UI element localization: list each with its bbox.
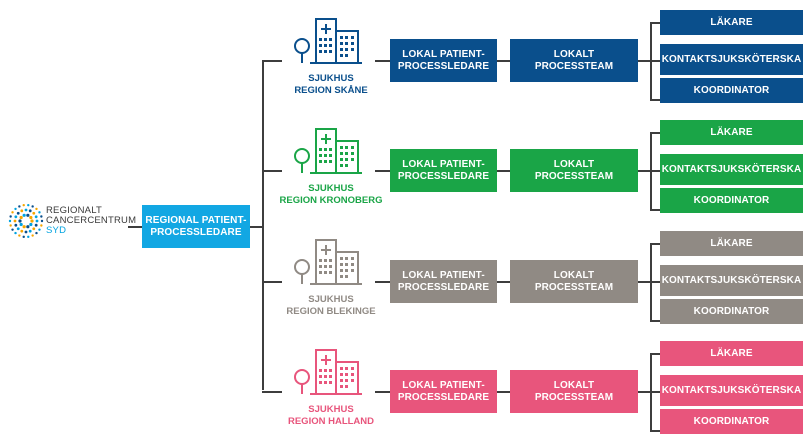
connector-line [650,353,660,355]
connector-line [128,226,142,228]
hospital-icon [292,348,366,401]
connector-line [650,209,660,211]
connector-line [375,60,390,62]
hospital-name: SJUKHUS REGION HALLAND [287,404,375,427]
local-patient-process-leader-box: LOKAL PATIENT- PROCESSLEDARE [390,370,497,413]
local-process-team-box: LOKALT PROCESSTEAM [510,370,638,413]
hospital-icon [292,238,366,291]
role-box-kontaktsjukskoterska: KONTAKTSJUKSKÖTERSKA [660,154,803,185]
connector-line [650,391,660,393]
connector-line [650,99,660,101]
role-box-lakare: LÄKARE [660,341,803,366]
hospital-name: SJUKHUS REGION BLEKINGE [286,294,376,317]
logo-text: REGIONALT CANCERCENTRUM SYD [46,206,136,236]
connector-line [375,281,390,283]
local-patient-process-leader-box: LOKAL PATIENT- PROCESSLEDARE [390,39,497,82]
branch-line [262,281,282,283]
hospital-icon [292,127,366,180]
local-process-team-box: LOKALT PROCESSTEAM [510,260,638,303]
connector-line [638,60,650,62]
branch-line [262,60,282,62]
connector-line [650,320,660,322]
regional-patient-process-leader-box: REGIONAL PATIENT- PROCESSLEDARE [142,205,250,248]
connector-line [650,281,660,283]
role-box-lakare: LÄKARE [660,10,803,35]
role-box-koordinator: KOORDINATOR [660,188,803,213]
spine-line [262,61,264,390]
connector-line [650,430,660,432]
role-box-kontaktsjukskoterska: KONTAKTSJUKSKÖTERSKA [660,44,803,75]
hospital-name: SJUKHUS REGION SKÅNE [294,73,368,96]
connector-line [638,281,650,283]
rcc-logo [8,203,44,244]
local-patient-process-leader-box: LOKAL PATIENT- PROCESSLEDARE [390,149,497,192]
hospital-icon [292,17,366,70]
role-box-koordinator: KOORDINATOR [660,299,803,324]
connector-line [375,391,390,393]
connector-line [650,170,660,172]
connector-line [650,22,660,24]
hospital-name: SJUKHUS REGION KRONOBERG [279,183,383,206]
local-patient-process-leader-box: LOKAL PATIENT- PROCESSLEDARE [390,260,497,303]
role-box-lakare: LÄKARE [660,231,803,256]
role-box-kontaktsjukskoterska: KONTAKTSJUKSKÖTERSKA [660,375,803,406]
connector-line [497,170,510,172]
connector-line [638,391,650,393]
local-process-team-box: LOKALT PROCESSTEAM [510,149,638,192]
connector-line [375,170,390,172]
connector-line [650,60,660,62]
logo-line-2: CANCERCENTRUM [46,215,137,226]
connector-line [497,60,510,62]
connector-line [650,243,660,245]
connector-line [650,132,660,134]
branch-line [262,170,282,172]
role-box-lakare: LÄKARE [660,120,803,145]
connector-line [250,226,263,228]
connector-line [497,391,510,393]
local-process-team-box: LOKALT PROCESSTEAM [510,39,638,82]
role-box-kontaktsjukskoterska: KONTAKTSJUKSKÖTERSKA [660,265,803,296]
connector-line [497,281,510,283]
sun-logo-icon [8,203,44,239]
logo-line-3: SYD [46,225,67,236]
role-box-koordinator: KOORDINATOR [660,409,803,434]
logo-line-1: REGIONALT [46,205,102,216]
role-box-koordinator: KOORDINATOR [660,78,803,103]
branch-line [262,391,282,393]
connector-line [638,170,650,172]
